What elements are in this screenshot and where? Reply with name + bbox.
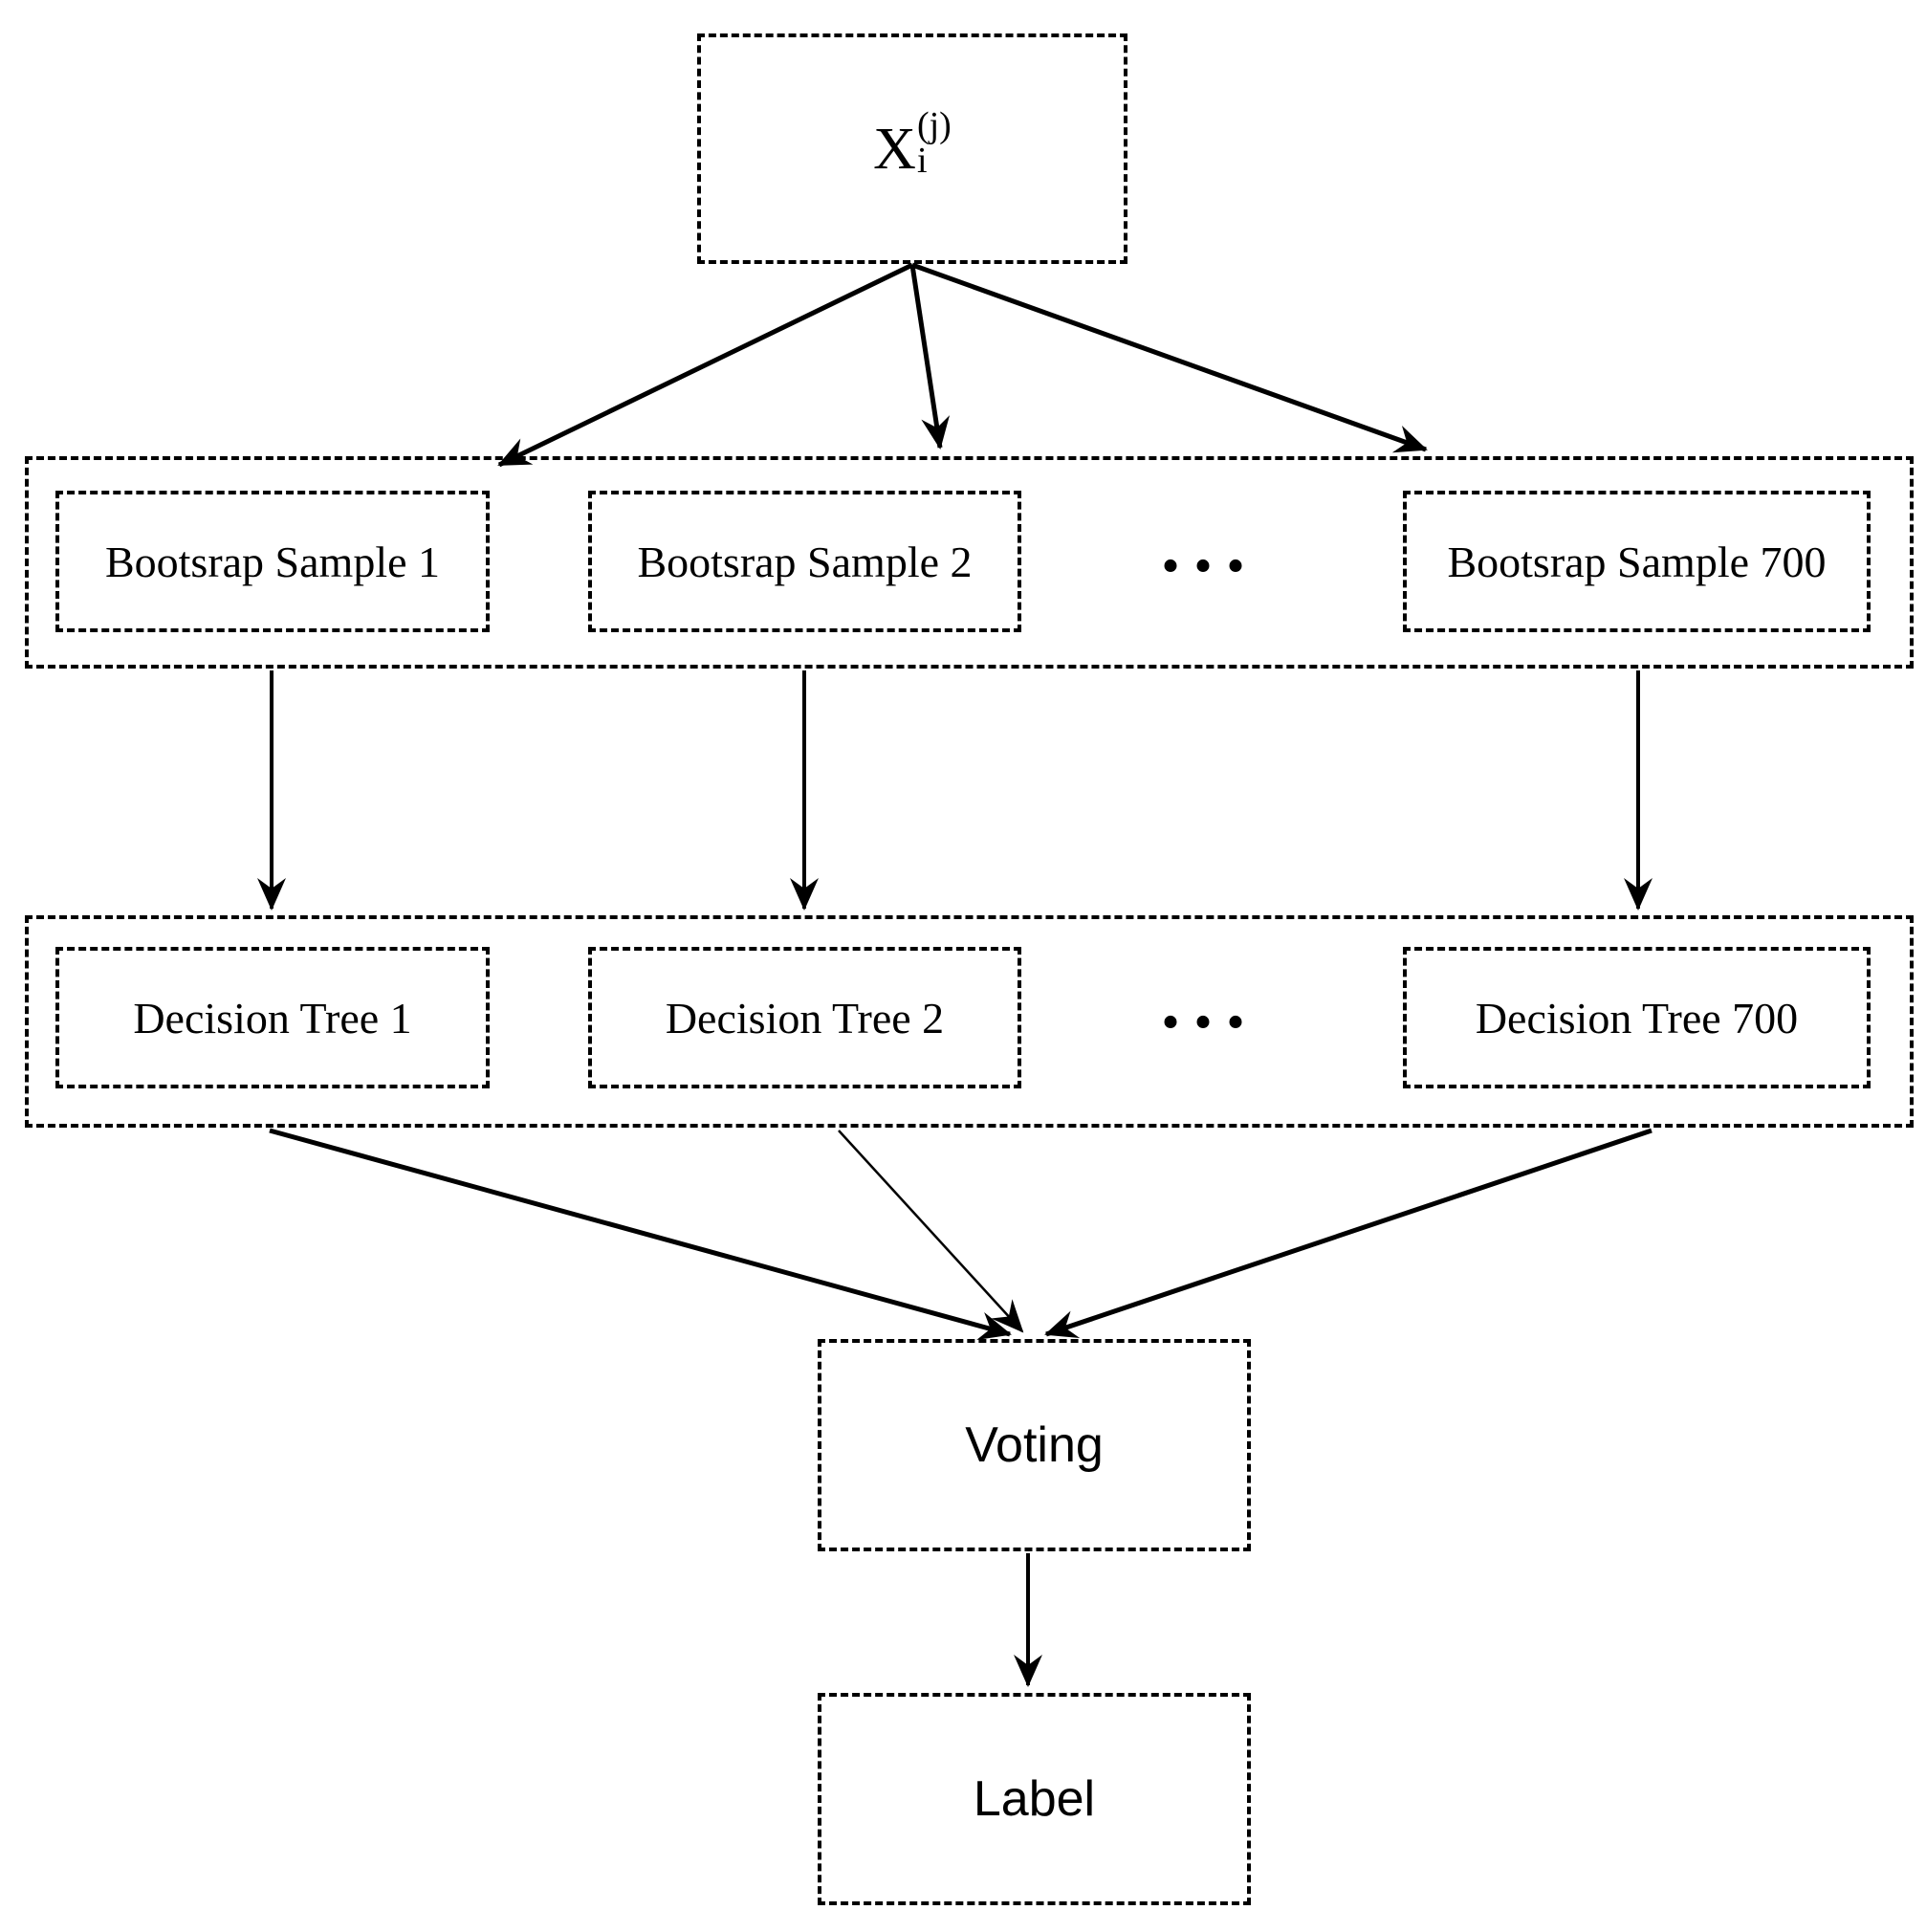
decision-tree-1-label: Decision Tree 1 (133, 993, 412, 1043)
formula-superscript: (j) (916, 105, 952, 146)
input-feature-formula: X(j)i (873, 107, 952, 183)
formula-scripts: (j)i (916, 105, 952, 181)
formula-subscript: i (916, 140, 928, 181)
output-label-text: Label (973, 1771, 1096, 1827)
input-feature-node: X(j)i (697, 33, 1127, 264)
decision-tree-700-label: Decision Tree 700 (1475, 993, 1799, 1043)
decision-tree-row-container (25, 915, 1914, 1128)
decision-row-ellipsis: ... (1161, 960, 1258, 1044)
output-label-node: Label (818, 1693, 1251, 1905)
arrow-tree2-to-voting (838, 1130, 1024, 1333)
bootstrap-sample-700-node: Bootsrap Sample 700 (1403, 491, 1871, 632)
bootstrap-sample-1-node: Bootsrap Sample 1 (55, 491, 490, 632)
arrow-tree1-to-voting (269, 1128, 1012, 1340)
decision-tree-1-node: Decision Tree 1 (55, 947, 490, 1088)
bootstrap-sample-2-node: Bootsrap Sample 2 (588, 491, 1021, 632)
arrow-input-to-sample1 (497, 262, 914, 468)
bootstrap-row-ellipsis: ... (1161, 504, 1258, 588)
voting-label: Voting (965, 1417, 1104, 1473)
formula-base: X (873, 116, 916, 182)
decision-tree-2-label: Decision Tree 2 (665, 993, 945, 1043)
bootstrap-sample-2-label: Bootsrap Sample 2 (637, 537, 973, 586)
bootstrap-sample-1-label: Bootsrap Sample 1 (104, 537, 441, 586)
arrow-tree700-to-voting (1044, 1128, 1652, 1339)
decision-tree-2-node: Decision Tree 2 (588, 947, 1021, 1088)
bootstrap-row-container (25, 456, 1914, 669)
arrow-input-to-sample2 (909, 264, 951, 450)
voting-node: Voting (818, 1339, 1251, 1551)
bootstrap-sample-700-label: Bootsrap Sample 700 (1447, 537, 1827, 586)
decision-tree-700-node: Decision Tree 700 (1403, 947, 1871, 1088)
arrow-input-to-sample700 (911, 262, 1428, 453)
